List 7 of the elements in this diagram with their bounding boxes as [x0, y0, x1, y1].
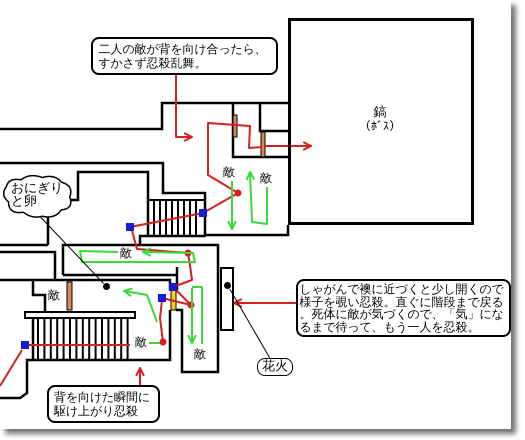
room-note: （ﾎﾞｽ） — [359, 120, 401, 133]
boss-room — [288, 18, 474, 225]
pointer-arrow — [175, 75, 193, 142]
callout-box: 背を向けた瞬間に駆け上がり忍殺 — [47, 385, 160, 423]
callout-box: 二人の敵が背を向け合ったら、すかさず忍殺乱舞。 — [91, 37, 278, 75]
room-name: 鎬 — [374, 106, 386, 120]
callout-box: しゃがんで襖に近づくと少し開くので様子を覗い忍殺。直ぐに階段まで戻る。死体に敵が気づくので、「気」になるまで待って、もう一人を忍殺。 — [296, 279, 511, 337]
